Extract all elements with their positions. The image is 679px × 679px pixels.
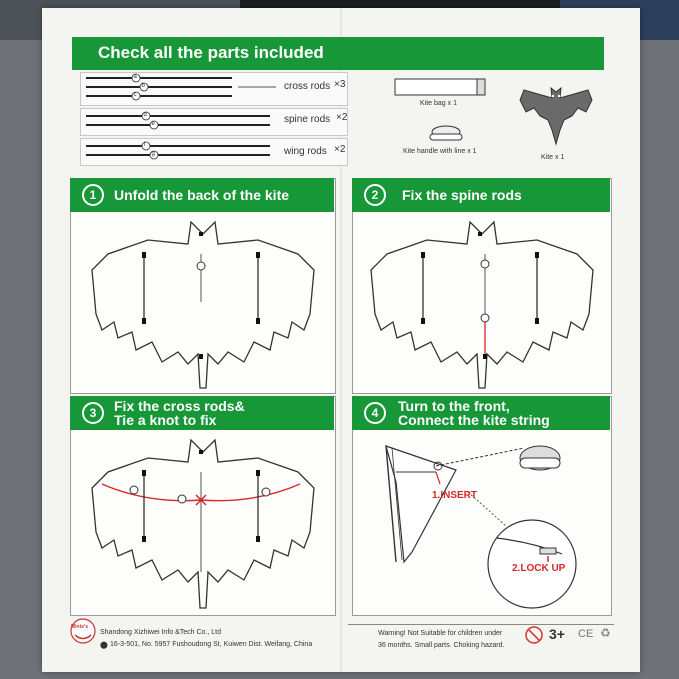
- bat-kite-icon: [519, 86, 593, 146]
- ce-mark: CE: [578, 628, 594, 640]
- brand-name: Mintx's: [71, 624, 89, 630]
- kite-handle-icon: [429, 125, 463, 141]
- step-3-title-line1: Fix the cross rods&: [114, 398, 245, 414]
- kite-bag-icon: [394, 78, 486, 96]
- step-2-bat-diagram: [370, 220, 594, 389]
- warning-text-line2: 36 months. Small parts. Choking hazard.: [378, 642, 505, 649]
- step-4-insert-label: 1.INSERT: [432, 490, 478, 501]
- company-name: Shandong Xizhiwei Info &Tech Co., Ltd: [100, 629, 222, 636]
- kite-bag-label: Kite bag x 1: [420, 100, 457, 107]
- step-4-diagram: [385, 445, 577, 609]
- step-3-header: 3 Fix the cross rods& Tie a knot to fix: [70, 396, 334, 430]
- step-1-bat-diagram: [91, 220, 315, 389]
- warning-text-line1: Warning! Not Suitable for children under: [378, 630, 503, 637]
- wing-rods-label: wing rods: [284, 146, 327, 157]
- step-4-header: 4 Turn to the front, Connect the kite st…: [352, 396, 610, 430]
- step-2-number: 2: [364, 184, 386, 206]
- step-4-lock-label: 2.LOCK UP: [512, 563, 566, 574]
- wing-rods-row: [80, 138, 348, 166]
- step-2-panel: [352, 178, 612, 394]
- step-1-number: 1: [82, 184, 104, 206]
- spine-rods-row: [80, 108, 348, 136]
- kite-label: Kite x 1: [541, 154, 565, 161]
- step-3-number: 3: [82, 402, 104, 424]
- step-3-title-line2: Tie a knot to fix: [114, 412, 217, 428]
- rod-letter-f: f: [143, 142, 146, 148]
- spine-rods-qty: ×2: [336, 112, 348, 123]
- step-4-title-line2: Connect the kite string: [398, 412, 550, 428]
- warning-box: [348, 624, 614, 667]
- step-2-title: Fix the spine rods: [402, 187, 522, 203]
- spine-rods-label: spine rods: [284, 114, 331, 125]
- step-1-header: 1 Unfold the back of the kite: [70, 178, 334, 212]
- sheet-fold: [340, 8, 342, 672]
- cross-rods-qty: ×3: [334, 79, 346, 90]
- parts-header: Check all the parts included: [72, 37, 604, 70]
- rod-letter-a: a: [133, 74, 137, 80]
- step-2-header: 2 Fix the spine rods: [352, 178, 610, 212]
- rod-letter-c: c: [133, 92, 137, 98]
- rod-letter-g: g: [151, 151, 155, 157]
- step-3-panel: [70, 396, 336, 616]
- brand-logo-icon: [70, 618, 96, 644]
- location-pin-icon: ⬤: [100, 642, 108, 649]
- wing-rods-qty: ×2: [334, 144, 346, 155]
- step-4-number: 4: [364, 402, 386, 424]
- recycle-icon: ♻: [600, 626, 611, 640]
- rod-letter-e: e: [151, 121, 155, 127]
- kite-handle-label: Kite handle with line x 1: [403, 148, 477, 155]
- parts-header-title: Check all the parts included: [98, 43, 324, 62]
- company-address: 16-3-501, No. 5957 Fushoudong St, Kuiwen…: [110, 641, 313, 648]
- step-3-bat-diagram: [91, 438, 315, 609]
- cross-rods-label: cross rods: [284, 81, 331, 92]
- step-1-title: Unfold the back of the kite: [114, 187, 290, 203]
- rod-letter-d: d: [143, 112, 147, 118]
- rod-letter-b: b: [141, 83, 145, 89]
- age-mark: 3+: [549, 626, 565, 642]
- step-4-title-line1: Turn to the front,: [398, 398, 510, 414]
- no-children-icon: [525, 626, 543, 644]
